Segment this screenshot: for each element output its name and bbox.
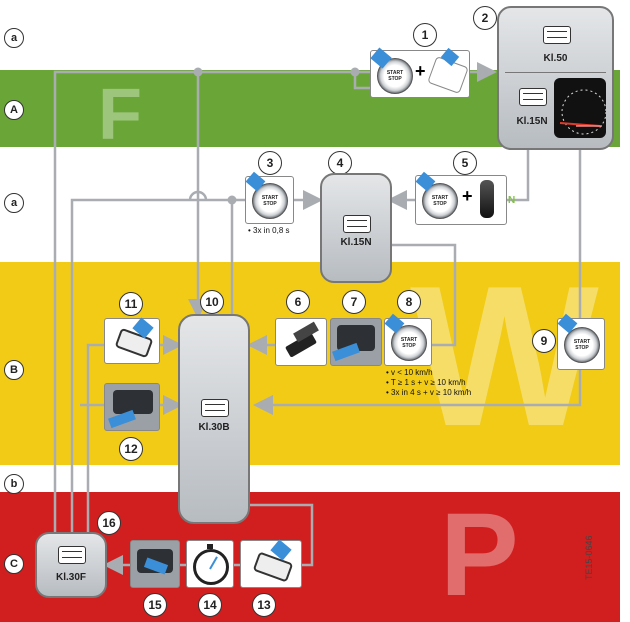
label-8: 8 bbox=[397, 290, 421, 314]
label-6: 6 bbox=[286, 290, 310, 314]
row-label-B: B bbox=[4, 360, 24, 380]
terminal-kl30f: Kl.30F bbox=[35, 532, 107, 598]
label-2: 2 bbox=[473, 6, 497, 30]
door-open-icon bbox=[113, 390, 153, 414]
kl30b-relay-icon bbox=[201, 399, 229, 417]
letter-P: P bbox=[440, 489, 519, 621]
card-13-phone bbox=[240, 539, 302, 588]
label-10: 10 bbox=[200, 290, 224, 314]
kl30f-relay-icon bbox=[58, 546, 86, 564]
phone-icon bbox=[252, 551, 294, 583]
label-4: 4 bbox=[328, 151, 352, 175]
card-3-start-stop: START STOP bbox=[245, 171, 294, 224]
kl50-label: Kl.50 bbox=[543, 53, 568, 64]
row-label-b: b bbox=[4, 474, 24, 494]
label-13: 13 bbox=[252, 593, 276, 617]
kl15n-top-label: Kl.15N bbox=[516, 116, 548, 127]
kl30b-label: Kl.30B bbox=[198, 422, 230, 433]
kl50-relay-icon bbox=[542, 26, 571, 44]
label-1: 1 bbox=[413, 23, 437, 47]
plus-sign: + bbox=[462, 186, 473, 206]
letter-F: F bbox=[98, 75, 142, 155]
label-7: 7 bbox=[342, 290, 366, 314]
row-label-a-top: a bbox=[4, 28, 24, 48]
row-label-C: C bbox=[4, 554, 24, 574]
card-1-start-brake: START STOP + bbox=[370, 47, 470, 98]
label-9: 9 bbox=[532, 329, 556, 353]
label-11: 11 bbox=[119, 292, 143, 316]
terminal-kl15n: Kl.15N bbox=[320, 173, 392, 283]
note-8-2: • T ≥ 1 s + v ≥ 10 km/h bbox=[386, 378, 466, 387]
note-8-3: • 3x in 4 s + v ≥ 10 km/h bbox=[386, 388, 472, 397]
row-label-A: A bbox=[4, 100, 24, 120]
note-3: • 3x in 0,8 s bbox=[248, 226, 290, 235]
label-14: 14 bbox=[198, 593, 222, 617]
label-3: 3 bbox=[258, 151, 282, 175]
card-12-door-handle bbox=[104, 383, 160, 431]
kl15n-relay-icon-mid bbox=[343, 215, 371, 233]
kl15n-mid-label: Kl.15N bbox=[340, 237, 372, 248]
card-15-door-lock bbox=[130, 540, 180, 588]
card-8-start-stop: START STOP bbox=[384, 313, 432, 366]
terminal-kl30b: Kl.30B bbox=[178, 314, 250, 524]
push-arrow-icon bbox=[108, 409, 136, 429]
start-stop-button-icon: START STOP bbox=[564, 327, 600, 363]
line-30f-to-top bbox=[53, 70, 370, 532]
key-label-N: N bbox=[508, 195, 516, 206]
kl30f-label: Kl.30F bbox=[55, 572, 86, 583]
label-5: 5 bbox=[453, 151, 477, 175]
terminal-kl50-panel: Kl.50 Kl.15N bbox=[497, 6, 614, 150]
plus-sign: + bbox=[415, 61, 426, 81]
kl15n-relay-icon bbox=[519, 88, 547, 106]
card-14-stopwatch bbox=[186, 540, 234, 588]
key-fob-icon bbox=[480, 180, 494, 218]
label-15: 15 bbox=[143, 593, 167, 617]
stopwatch-icon bbox=[193, 549, 229, 585]
card-9-start-stop: START STOP bbox=[557, 313, 605, 370]
card-11-phone bbox=[104, 317, 160, 364]
instrument-cluster-icon bbox=[554, 78, 606, 138]
line-9-to-30b bbox=[253, 150, 582, 415]
label-12: 12 bbox=[119, 437, 143, 461]
figure-id: TE15-0646 bbox=[584, 535, 594, 580]
row-label-a-mid: a bbox=[4, 193, 24, 213]
divider bbox=[505, 72, 606, 73]
card-6-seatbelt bbox=[275, 318, 327, 366]
label-16: 16 bbox=[97, 511, 121, 535]
card-7-door bbox=[330, 318, 382, 366]
card-5-start-key: START STOP + bbox=[415, 171, 507, 225]
line-30f-to-3 bbox=[70, 198, 245, 532]
note-8-1: • v < 10 km/h bbox=[386, 368, 433, 377]
